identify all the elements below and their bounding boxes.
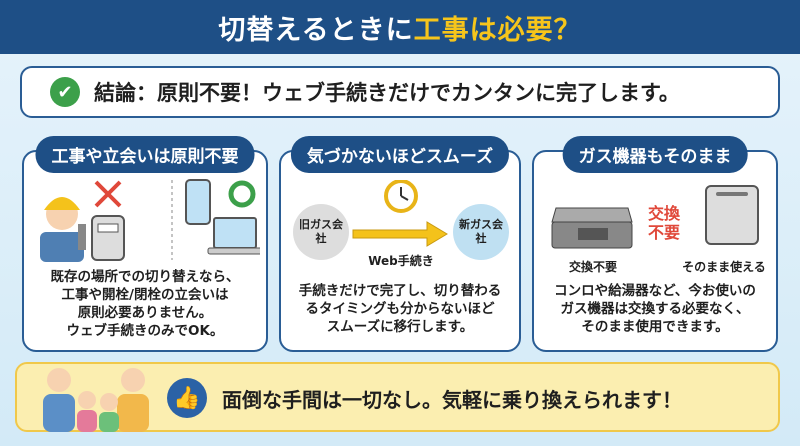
worker-meter-devices-illustration bbox=[40, 179, 260, 262]
page-title: 切替えるときに工事は必要？ bbox=[0, 0, 800, 54]
gas-meter-icon bbox=[91, 215, 125, 261]
old-company-badge: 旧ガス会社 bbox=[293, 204, 349, 260]
check-icon: ✔ bbox=[50, 77, 80, 107]
cross-icon bbox=[94, 180, 122, 208]
card-appliances: ガス機器もそのまま 交換不要 交換不要 そのまま使える コンロや給湯器など、今お… bbox=[532, 136, 778, 352]
card-smooth: 気づかないほどスムーズ 旧ガス会社 新ガス会社 Web手続き 手続きだけで完了し… bbox=[279, 136, 521, 352]
circle-ok-icon bbox=[228, 180, 256, 208]
worker-icon bbox=[40, 197, 86, 262]
card-heading: 工事や立会いは原則不要 bbox=[35, 136, 255, 173]
no-replacement-label: 交換不要 bbox=[647, 204, 680, 242]
card-heading: 気づかないほどスムーズ bbox=[290, 136, 510, 173]
thumbs-up-icon: 👍 bbox=[167, 378, 207, 418]
appliances-illustration bbox=[551, 185, 759, 249]
smartphone-icon bbox=[185, 179, 211, 225]
heater-label: そのまま使える bbox=[682, 260, 766, 274]
water-heater-icon bbox=[705, 185, 759, 245]
bottom-banner: 👍 面倒な手間は一切なし。気軽に乗り換えられます！ bbox=[15, 362, 780, 432]
card-description: 既存の場所での切り替えなら、工事や開栓/閉栓の立会いは原則必要ありません。ウェブ… bbox=[50, 269, 240, 339]
new-company-badge: 新ガス会社 bbox=[453, 204, 509, 260]
family-icon bbox=[43, 368, 149, 432]
stove-label: 交換不要 bbox=[568, 260, 617, 274]
card-description: コンロや給湯器など、今お使いのガス機器は交換する必要なく、そのまま使用できます。 bbox=[554, 283, 756, 335]
arrow-right-icon bbox=[352, 221, 448, 247]
card-heading: ガス機器もそのまま bbox=[562, 136, 748, 173]
conclusion-box: ✔ 結論：原則不要！ウェブ手続きだけでカンタンに完了します。 bbox=[20, 66, 780, 118]
clock-arrow-illustration bbox=[352, 180, 448, 247]
card-description: 手続きだけで完了し、切り替わるるタイミングも分からないほどスムーズに移行します。 bbox=[298, 283, 502, 335]
banner-text: 面倒な手間は一切なし。気軽に乗り換えられます！ bbox=[222, 388, 682, 412]
gas-stove-icon bbox=[551, 207, 633, 249]
card-no-construction: 工事や立会いは原則不要 既存の場所での切り替えなら、工事や開栓/閉栓の立会いは原… bbox=[22, 136, 268, 352]
laptop-icon bbox=[207, 217, 260, 255]
clock-icon bbox=[384, 180, 418, 213]
arrow-label: Web手続き bbox=[368, 254, 434, 268]
